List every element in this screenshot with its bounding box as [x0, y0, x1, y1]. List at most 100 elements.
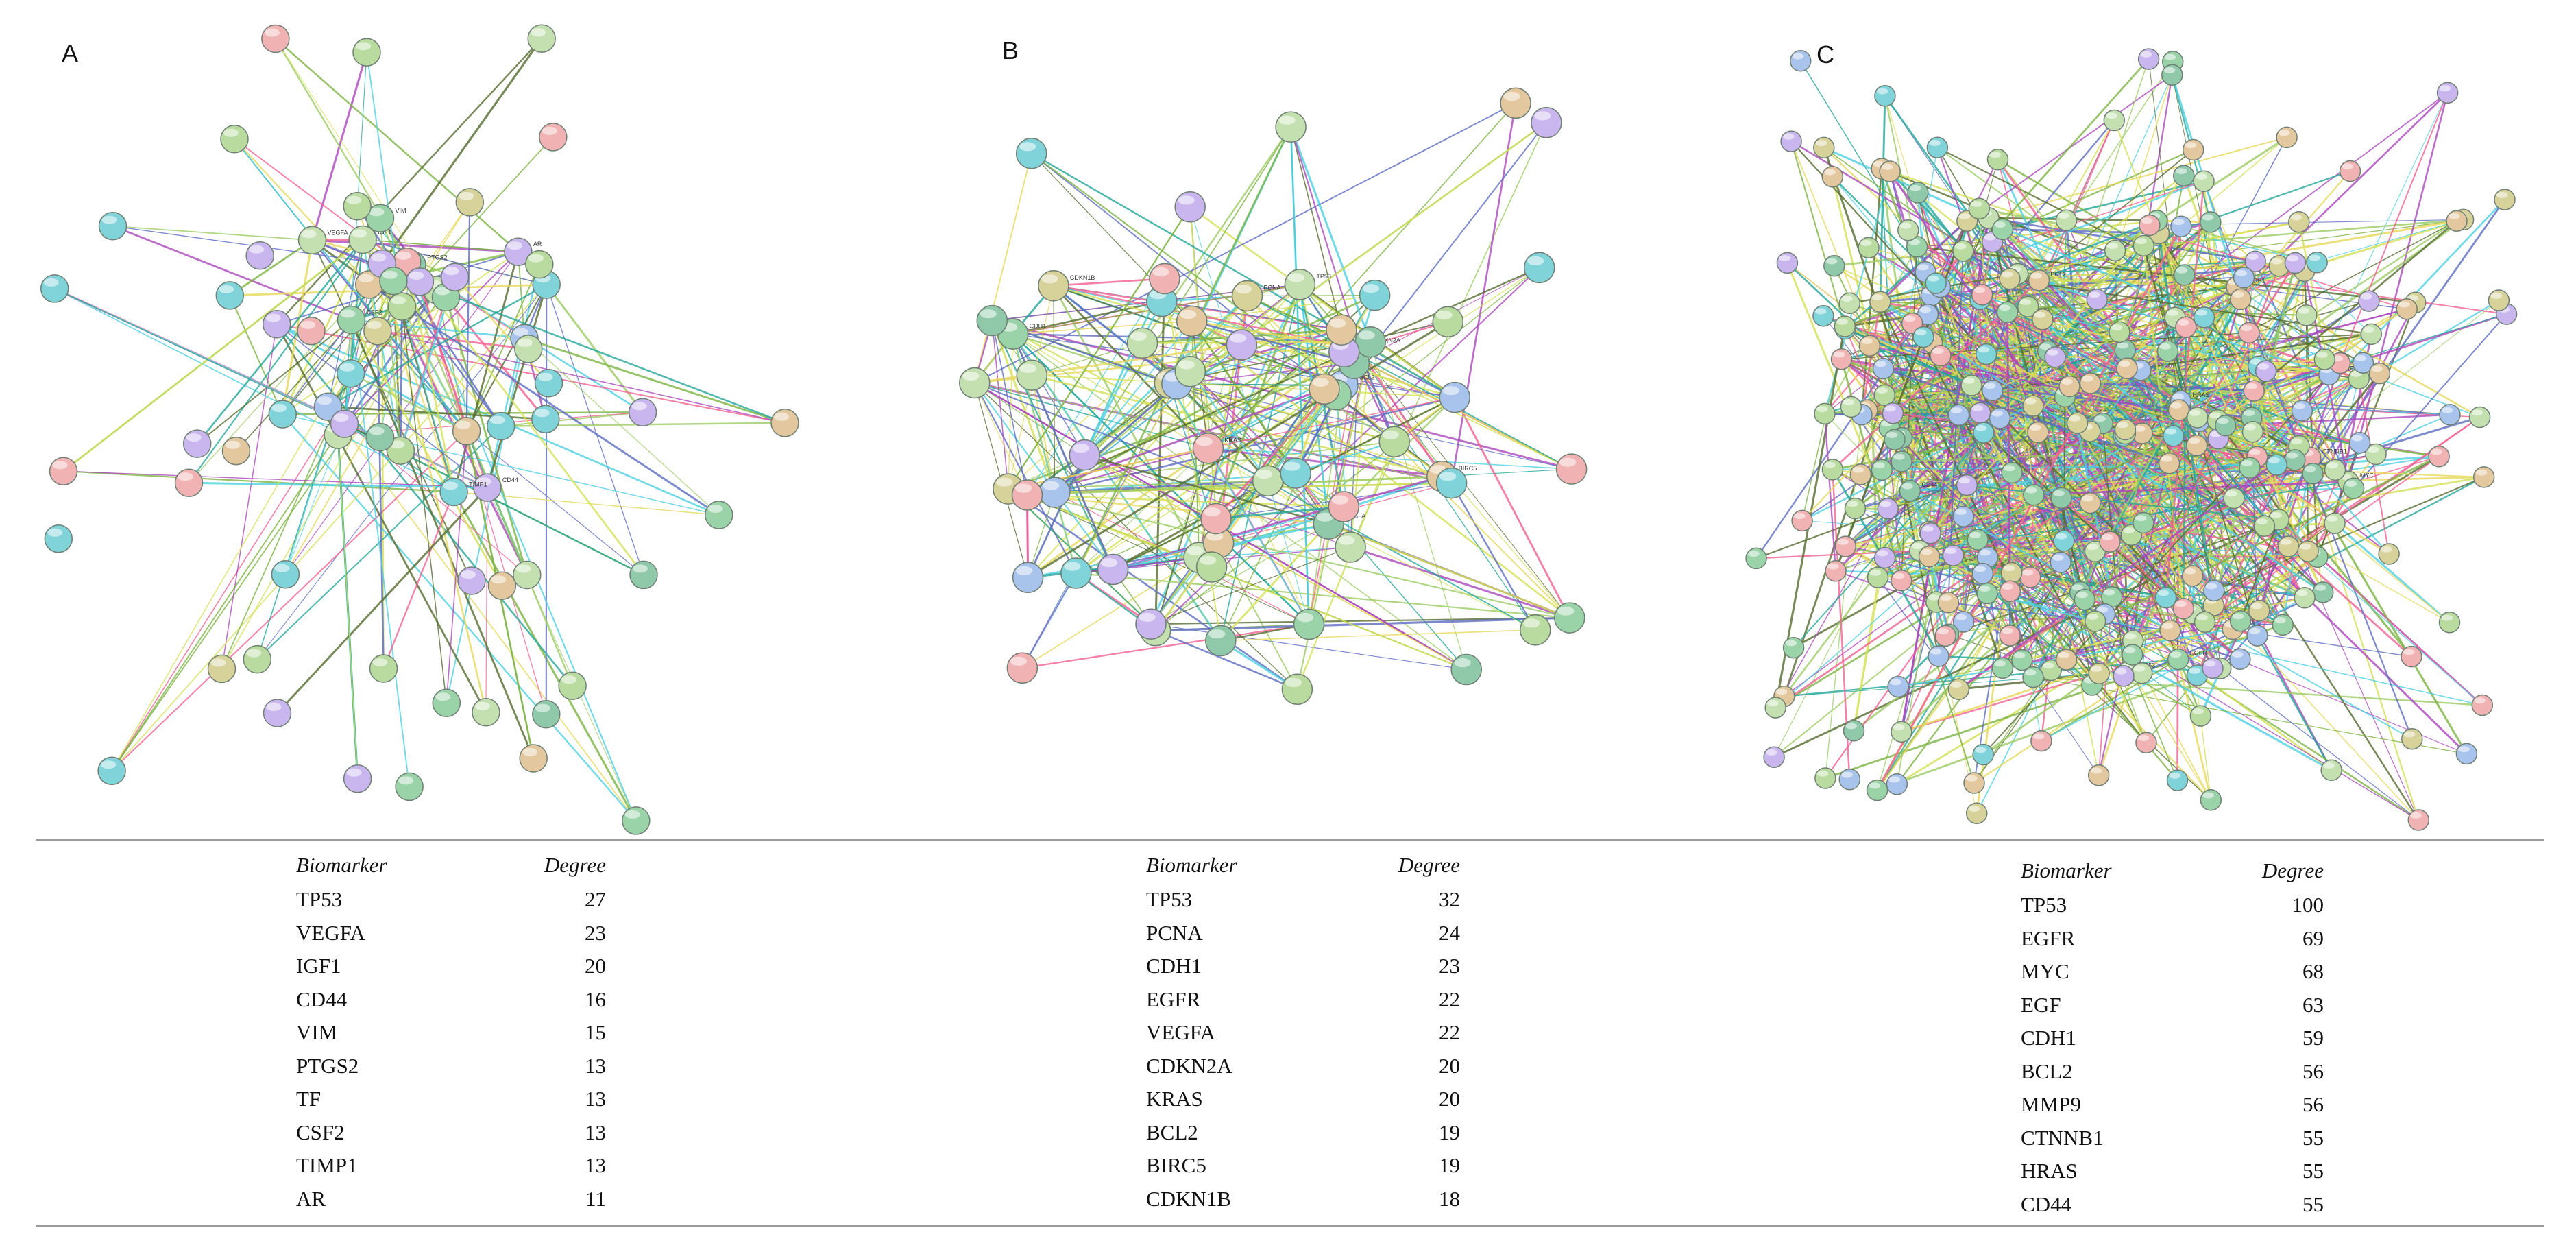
node-highlight: [2032, 733, 2045, 740]
interaction-edge: [379, 217, 574, 686]
node-highlight: [2231, 651, 2244, 658]
node-highlight: [1875, 361, 1887, 367]
node-highlight: [2441, 407, 2453, 413]
node-highlight: [2102, 533, 2113, 540]
node-highlight: [371, 253, 387, 262]
interaction-edge: [1052, 285, 1200, 558]
node-highlight: [1843, 399, 1854, 406]
node-label: CSF2: [367, 309, 382, 316]
interaction-edge: [368, 283, 720, 516]
node-highlight: [1064, 562, 1081, 571]
interaction-edge: [2339, 93, 2449, 363]
biomarker-cell: IGF1: [296, 954, 341, 978]
interaction-edge: [281, 240, 314, 415]
interaction-edge: [1932, 341, 2335, 471]
interaction-edge: [524, 337, 786, 424]
node-highlight: [317, 396, 332, 405]
degree-cell: 63: [2302, 992, 2324, 1017]
node-highlight: [1382, 430, 1399, 439]
node-highlight: [1899, 222, 1912, 229]
interaction-edge: [377, 330, 786, 424]
node-highlight: [1911, 543, 1923, 549]
node-highlight: [1930, 648, 1942, 655]
biomarker-cell: CDKN2A: [1146, 1053, 1232, 1078]
degree-cell: 20: [1439, 1087, 1460, 1111]
node-highlight: [1928, 275, 1939, 282]
degree-cell: 23: [585, 920, 606, 945]
node-highlight: [1358, 330, 1375, 340]
interaction-edge: [1150, 284, 1301, 625]
node-highlight: [1845, 723, 1858, 730]
node-highlight: [1882, 163, 1893, 170]
node-highlight: [1978, 586, 1991, 592]
node-label: AR: [533, 241, 542, 248]
node-highlight: [2296, 590, 2308, 596]
node-highlight: [249, 245, 265, 254]
interaction-edge: [486, 284, 548, 488]
node-highlight: [1847, 501, 1858, 507]
node-highlight: [1338, 535, 1355, 545]
biomarker-cell: MMP9: [2021, 1092, 2081, 1116]
node-highlight: [513, 328, 528, 337]
interaction-edge: [2347, 93, 2449, 482]
node-highlight: [2004, 465, 2015, 472]
interaction-edge: [2002, 455, 2440, 669]
biomarker-cell: CDKN1B: [1146, 1186, 1232, 1211]
node-highlight: [443, 481, 459, 490]
node-highlight: [391, 296, 406, 305]
interaction-edge: [1150, 623, 1467, 671]
node-highlight: [2189, 667, 2200, 674]
degree-cell: 22: [1439, 987, 1460, 1011]
node-highlight: [1329, 318, 1346, 328]
node-highlight: [52, 461, 68, 470]
interaction-edge: [974, 383, 1028, 496]
interaction-edge: [974, 382, 1208, 449]
node-highlight: [1766, 749, 1777, 756]
biomarker-cell: PTGS2: [296, 1053, 359, 1078]
node-highlight: [1963, 377, 1975, 384]
node-highlight: [1869, 569, 1881, 576]
node-highlight: [1200, 555, 1217, 565]
interaction-edge: [546, 284, 644, 413]
interaction-edge: [1189, 371, 1329, 524]
interaction-edge: [2204, 476, 2485, 623]
node-highlight: [346, 768, 362, 777]
interaction-edge: [363, 239, 518, 252]
interaction-edge: [2180, 220, 2457, 402]
interaction-edge: [256, 284, 547, 660]
node-highlight: [2082, 375, 2093, 382]
interaction-edge: [1021, 572, 1077, 668]
interaction-edge: [973, 153, 1032, 383]
node-highlight: [1928, 594, 1940, 601]
node-highlight: [1204, 507, 1221, 517]
node-highlight: [1331, 495, 1348, 505]
node-highlight: [962, 372, 980, 381]
interaction-edge: [1026, 383, 1178, 496]
degree-cell: 69: [2302, 926, 2324, 950]
interaction-edge: [2063, 396, 2066, 541]
node-highlight: [333, 413, 349, 422]
biomarker-cell: TIMP1: [296, 1153, 358, 1177]
node-highlight: [246, 649, 262, 658]
panel-letter-c: C: [1816, 40, 1834, 69]
node-highlight: [2002, 627, 2013, 634]
node-highlight: [515, 564, 531, 573]
interaction-edge: [1012, 333, 1170, 385]
node-highlight: [476, 477, 491, 486]
interaction-edge: [1054, 479, 1268, 494]
biomarker-cell: PCNA: [1146, 920, 1203, 945]
interaction-edge: [1150, 546, 1351, 625]
node-label: BCL2: [1359, 374, 1375, 381]
node-highlight: [1824, 169, 1836, 176]
node-highlight: [2286, 452, 2298, 459]
node-highlight: [631, 402, 647, 411]
interaction-edge: [465, 284, 548, 432]
node-highlight: [1278, 115, 1296, 125]
interaction-edge: [54, 288, 345, 424]
node-highlight: [2184, 568, 2196, 575]
